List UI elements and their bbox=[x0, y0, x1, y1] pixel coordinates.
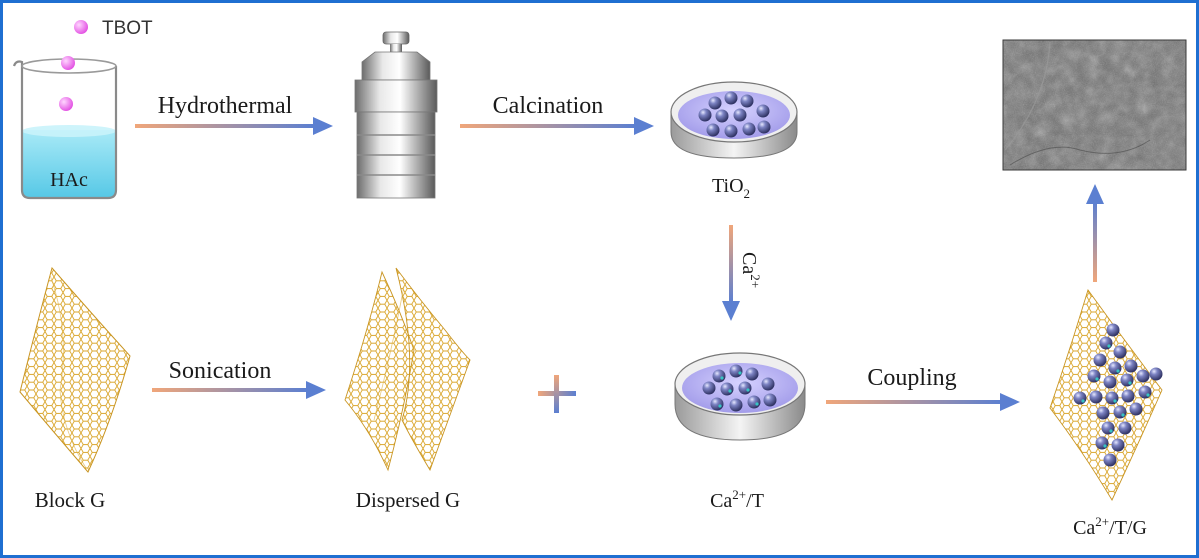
coupling-label: Coupling bbox=[867, 365, 956, 391]
plus-icon bbox=[538, 375, 576, 413]
calcination-arrow bbox=[460, 117, 654, 135]
calcium-tio2-graphene-label: Ca2+/T/G bbox=[1073, 514, 1147, 539]
tbot-drop-icon bbox=[61, 56, 75, 70]
calcium-tio2-label: Ca2+/T bbox=[710, 487, 764, 512]
tbot-drop-icon bbox=[59, 97, 73, 111]
tbot-label: TBOT bbox=[102, 18, 153, 39]
calcium-doping-arrow bbox=[722, 225, 740, 321]
hac-label: HAc bbox=[50, 169, 88, 191]
hydrothermal-arrow bbox=[135, 117, 333, 135]
characterization-arrow bbox=[1086, 184, 1104, 282]
tem-micrograph-image bbox=[1002, 39, 1187, 171]
coupling-arrow bbox=[826, 393, 1020, 411]
composite-graphene-icon bbox=[1049, 288, 1163, 501]
tio2-dish-icon bbox=[670, 81, 798, 159]
calcium-tio2-dish-icon bbox=[674, 352, 806, 441]
beaker-icon bbox=[12, 58, 118, 200]
dispersed-graphene-icon bbox=[344, 267, 471, 472]
block-g-label: Block G bbox=[35, 488, 106, 512]
calcium-ion-label: Ca2+ bbox=[738, 252, 763, 288]
autoclave-icon bbox=[354, 31, 438, 199]
sonication-arrow bbox=[152, 381, 326, 399]
dispersed-g-label: Dispersed G bbox=[356, 488, 460, 512]
tbot-legend-dot-icon bbox=[74, 20, 88, 34]
tio2-label: TiO2 bbox=[712, 175, 750, 201]
calcination-label: Calcination bbox=[493, 93, 604, 119]
block-graphene-icon bbox=[19, 266, 131, 473]
sonication-label: Sonication bbox=[169, 358, 272, 384]
hydrothermal-label: Hydrothermal bbox=[158, 93, 293, 119]
